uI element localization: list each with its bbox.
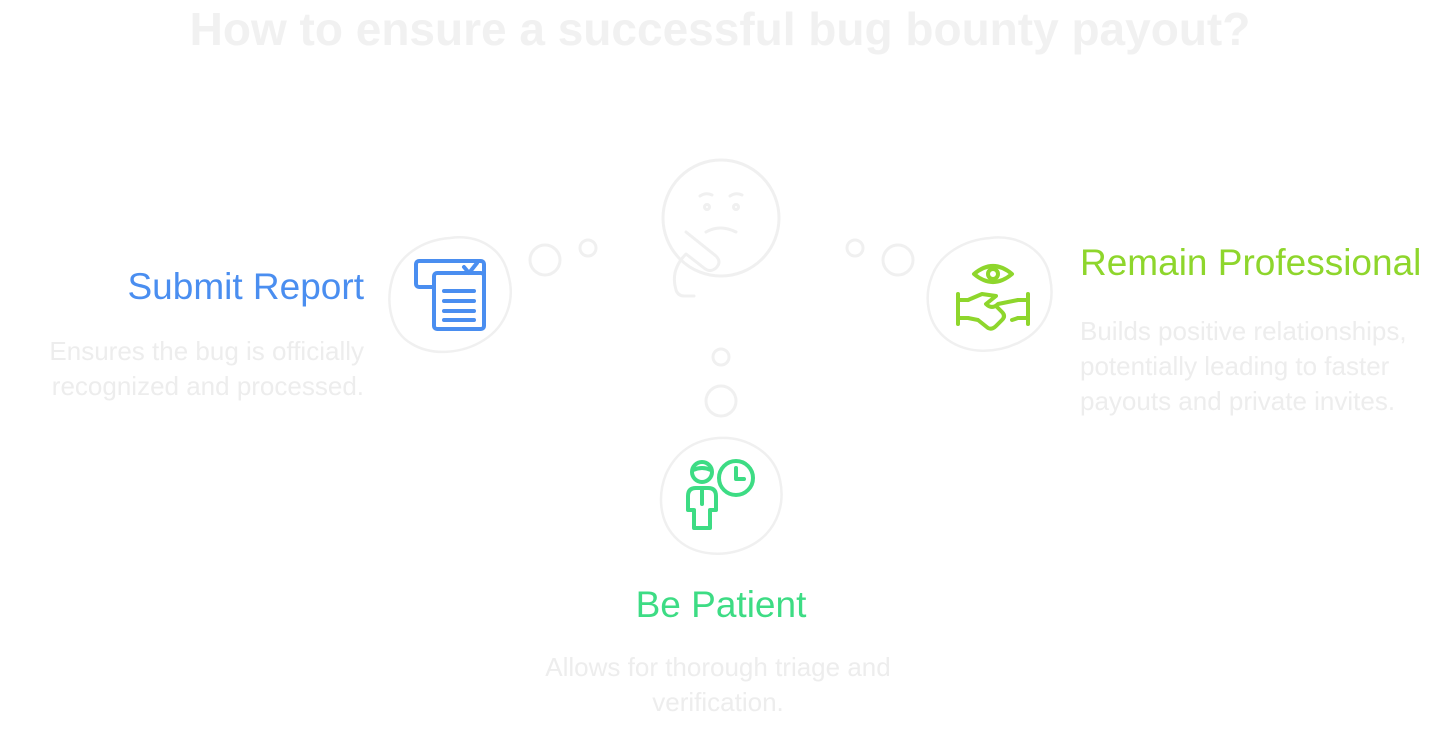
desc-line: potentially leading to faster xyxy=(1080,351,1390,381)
label-submit-report: Submit Report xyxy=(127,266,365,307)
desc-line: verification. xyxy=(652,687,784,717)
person-clock-icon xyxy=(686,459,755,530)
thought-bubbles xyxy=(528,238,915,418)
desc-be-patient: Allows for thorough triage and verificat… xyxy=(488,650,948,720)
label-remain-professional: Remain Professional xyxy=(1080,242,1422,283)
thinking-face-icon xyxy=(661,158,781,298)
diagram-title: How to ensure a successful bug bounty pa… xyxy=(189,3,1251,55)
label-be-patient: Be Patient xyxy=(635,584,807,625)
desc-line: Ensures the bug is officially xyxy=(49,336,364,366)
desc-remain-professional: Builds positive relationships, potential… xyxy=(1080,314,1407,419)
desc-line: recognized and processed. xyxy=(51,371,364,401)
desc-line: Allows for thorough triage and xyxy=(545,652,891,682)
handshake-eye-icon xyxy=(956,264,1030,331)
report-checklist-icon xyxy=(414,259,486,331)
desc-line: Builds positive relationships, xyxy=(1080,316,1407,346)
desc-line: payouts and private invites. xyxy=(1080,386,1396,416)
desc-submit-report: Ensures the bug is officially recognized… xyxy=(49,334,364,404)
